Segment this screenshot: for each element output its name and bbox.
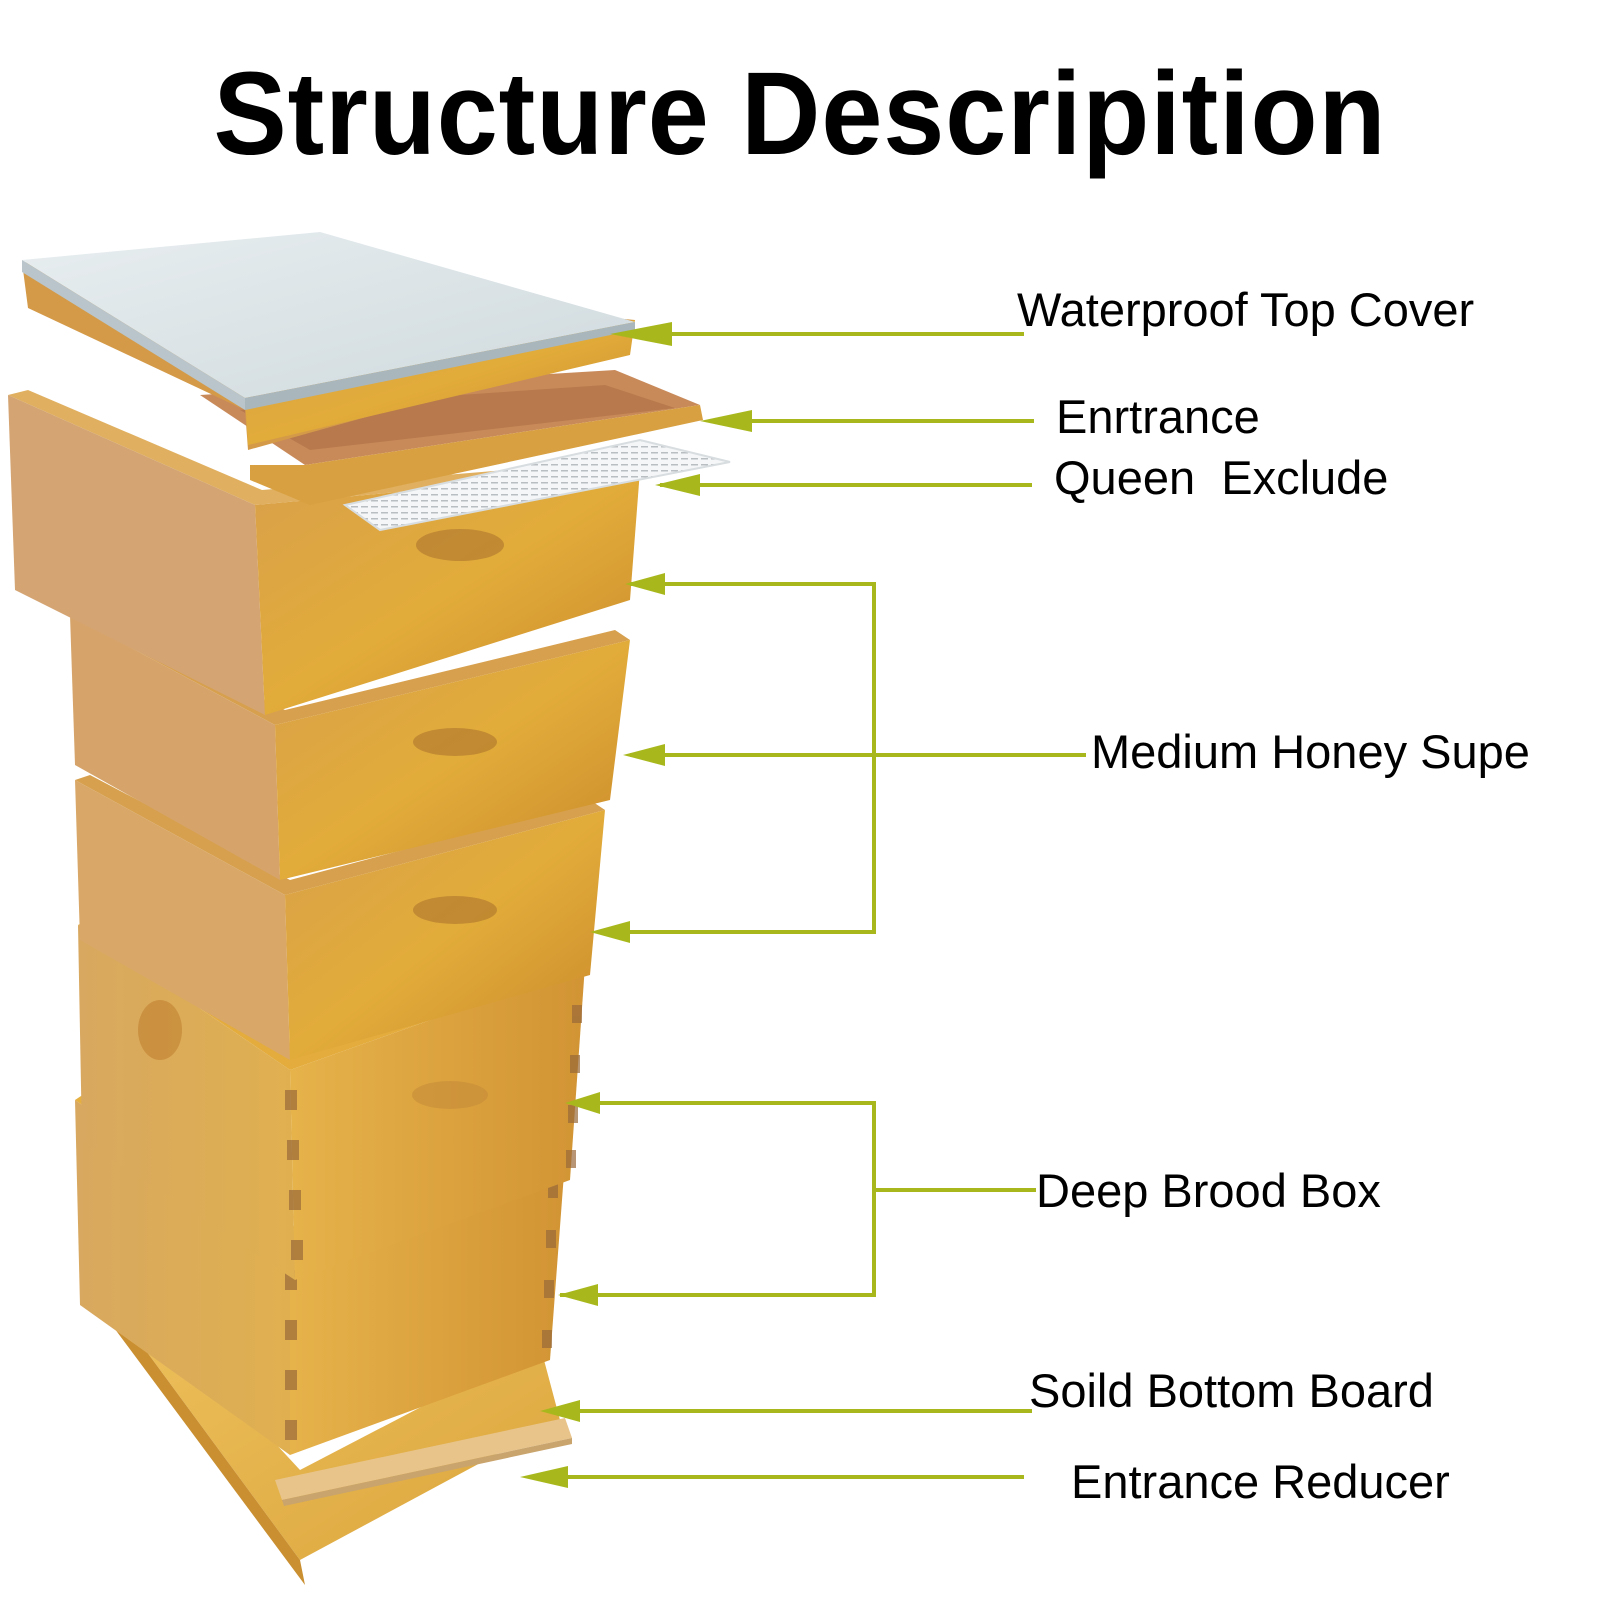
- entrance-reducer: [275, 1418, 572, 1506]
- waterproof-top-cover: [22, 232, 635, 450]
- callout-bracket-deep-brood: [560, 1101, 876, 1297]
- queen-excluder: [342, 438, 731, 532]
- label-queen-excluder: Queen Exclude: [1054, 451, 1389, 504]
- arrowhead-brood-2-icon: [558, 1284, 598, 1306]
- arrowhead-queen-excluder-icon: [655, 474, 700, 496]
- label-deep-brood-box: Deep Brood Box: [1036, 1164, 1381, 1217]
- label-bottom-board: Soild Bottom Board: [1029, 1364, 1434, 1417]
- arrowhead-top-cover-icon: [610, 322, 672, 346]
- arrowhead-super-1-icon: [625, 573, 665, 595]
- arrowhead-brood-1-icon: [565, 1092, 600, 1114]
- arrowhead-entrance-reducer-icon: [520, 1466, 568, 1488]
- label-top-cover: Waterproof Top Cover: [1017, 283, 1475, 336]
- arrowhead-bottom-board-icon: [540, 1400, 580, 1422]
- label-entrance: Enrtrance: [1056, 390, 1260, 443]
- callout-bracket-medium-super: [600, 582, 876, 934]
- label-medium-honey-super: Medium Honey Supe: [1091, 725, 1530, 778]
- label-entrance-reducer: Entrance Reducer: [1071, 1455, 1450, 1508]
- medium-honey-super-3: [75, 775, 605, 1060]
- arrowhead-super-2-icon: [623, 744, 665, 766]
- arrowhead-entrance-icon: [700, 410, 752, 432]
- arrowhead-super-3-icon: [590, 921, 630, 943]
- page-title: Structure Descripition: [213, 48, 1387, 180]
